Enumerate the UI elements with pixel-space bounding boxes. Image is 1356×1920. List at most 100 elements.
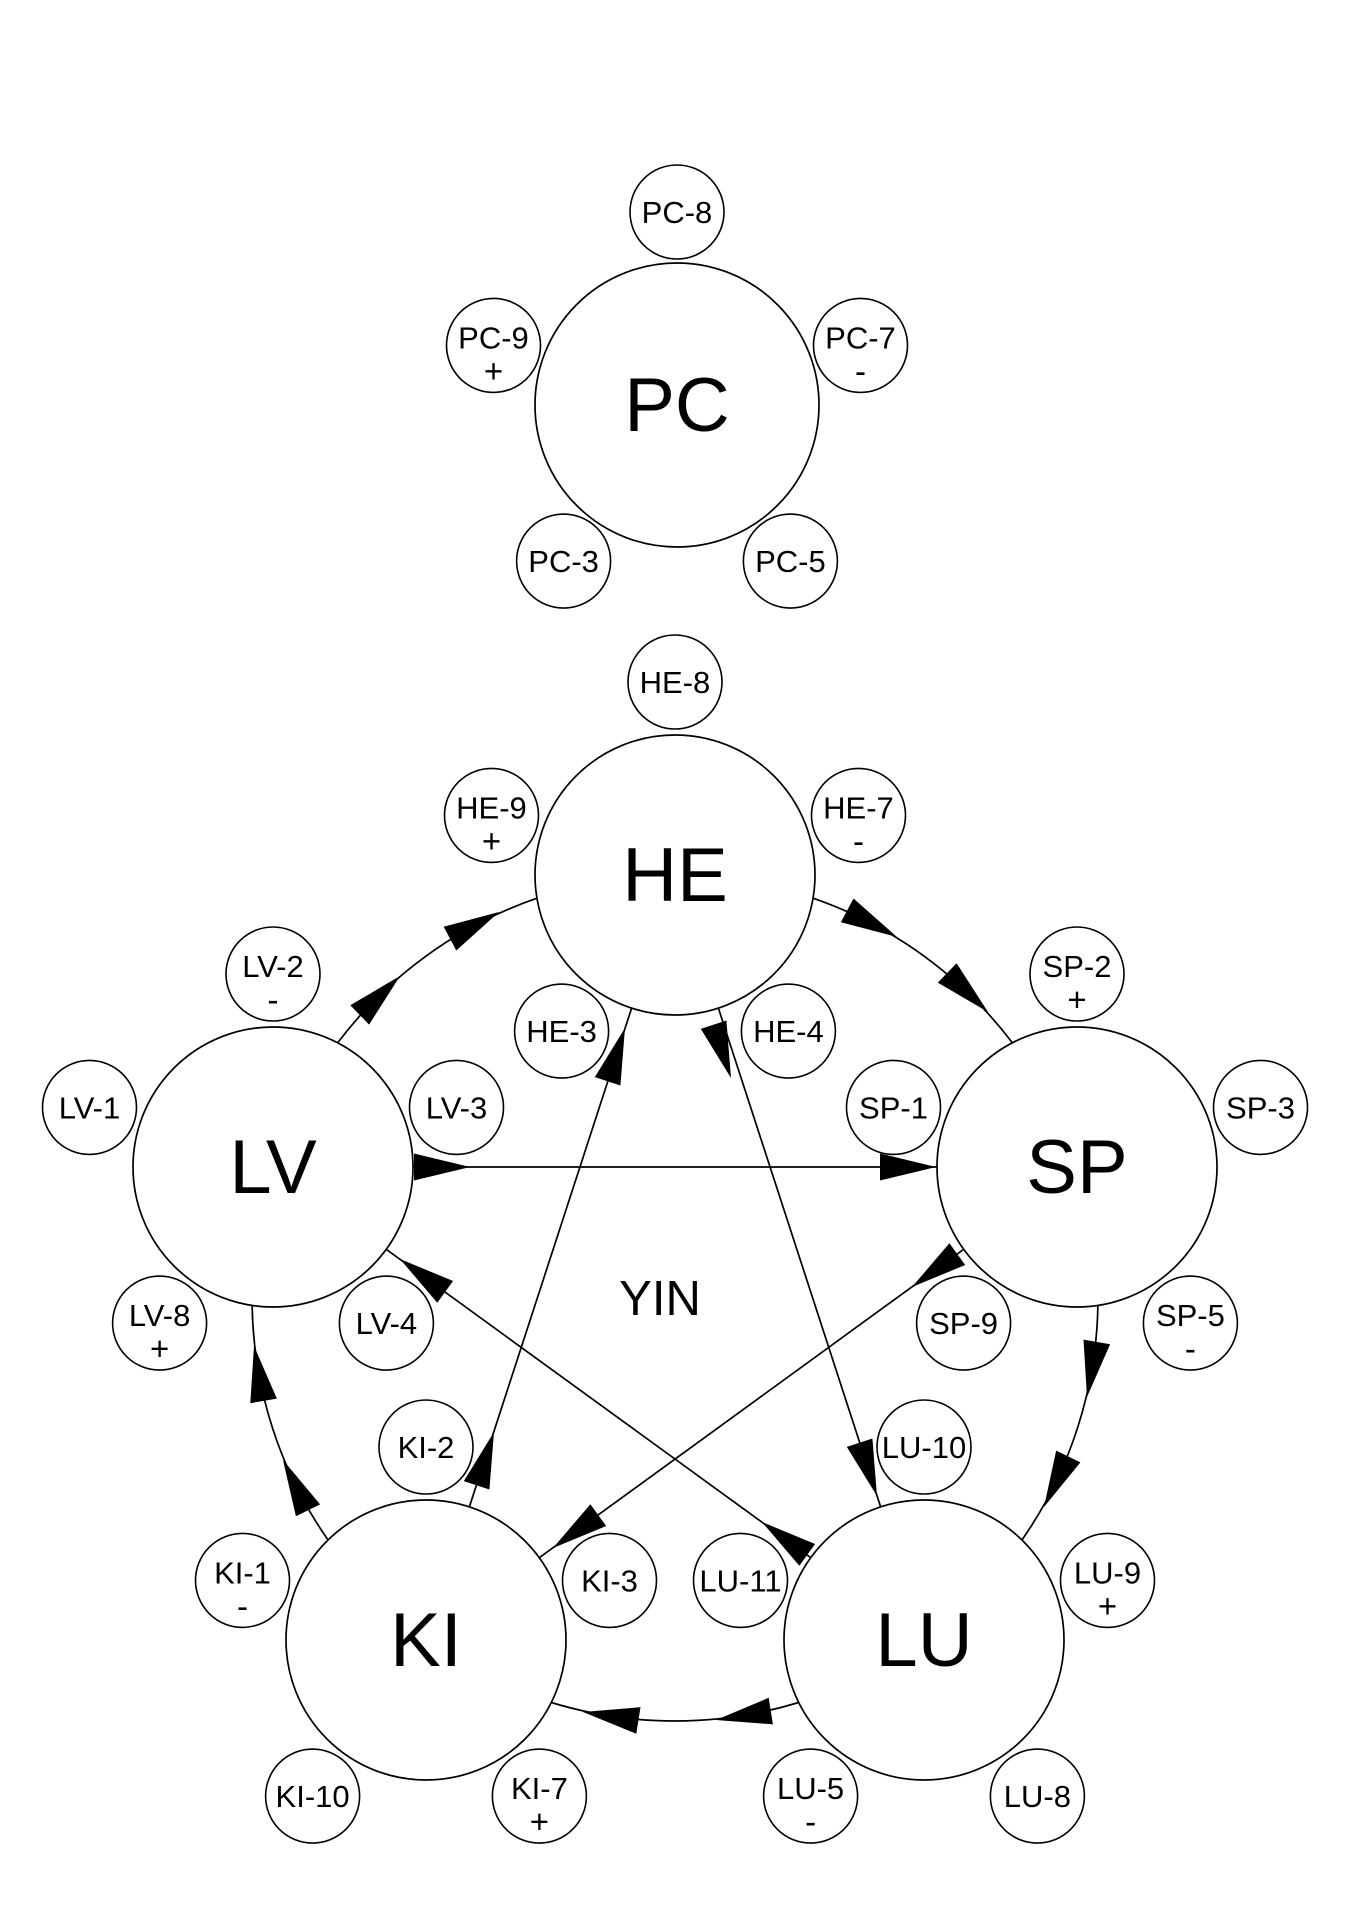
point-circle-he-4	[740, 983, 837, 1079]
point-sign-ki-1: -	[237, 1587, 248, 1624]
arc-he-to-sp	[812, 897, 1014, 1044]
arc-lv-to-he	[336, 897, 538, 1044]
point-label-lv-1: LV-1	[59, 1090, 120, 1125]
point-circle-ki-2	[378, 1399, 474, 1495]
arc-ki-to-lv	[251, 1305, 330, 1542]
control-cycle-arrows	[385, 1007, 966, 1566]
point-label-sp-3: SP-3	[1226, 1090, 1295, 1125]
arrowhead-lv-to-sp	[414, 1153, 470, 1181]
arrowhead-lu-to-ki	[583, 1707, 641, 1734]
point-circle-pc-9	[445, 297, 542, 394]
point-sign-lv-2: -	[268, 981, 279, 1018]
point-label-lu-9: LU-9	[1074, 1555, 1141, 1590]
arrowhead-he-to-lu	[846, 1438, 877, 1496]
point-sign-pc-7: -	[855, 352, 866, 389]
point-label-ki-3: KI-3	[581, 1563, 638, 1598]
organ-label-pc: PC	[624, 363, 730, 448]
center-label: YIN	[619, 1272, 701, 1326]
point-circle-he-8	[627, 634, 723, 730]
arrowhead-he-to-lu	[700, 1020, 731, 1078]
arrowhead-sp-to-ki	[553, 1504, 607, 1548]
point-circle-he-9	[443, 767, 540, 864]
organ-circle-ki	[285, 1499, 567, 1781]
point-circle-sp-1	[845, 1059, 942, 1156]
point-circle-lv-4	[338, 1275, 435, 1371]
line-lu-to-lv	[385, 1248, 812, 1559]
point-label-he-8: HE-8	[640, 665, 711, 700]
point-circle-pc-3	[515, 513, 612, 609]
point-label-he-9: HE-9	[456, 790, 527, 825]
arrowhead-lu-to-lv	[762, 1522, 816, 1566]
generation-cycle-arrows	[250, 897, 1111, 1734]
arrowhead-he-to-sp	[937, 963, 988, 1012]
point-circle-pc-7	[812, 297, 909, 394]
organ-circle-he	[534, 734, 816, 1016]
point-label-pc-3: PC-3	[528, 544, 599, 579]
point-label-lu-10: LU-10	[882, 1430, 966, 1465]
organ-group-ki: KI KI-2 KI-1 - KI-3 KI-10 KI-7 +	[194, 1399, 658, 1844]
point-circle-lu-9	[1059, 1532, 1156, 1629]
point-sign-pc-9: +	[484, 352, 503, 389]
point-circle-sp-5	[1142, 1275, 1239, 1371]
organ-group-lu: LU LU-10 LU-11 LU-9 + LU-5 - LU-8	[692, 1399, 1156, 1844]
line-he-to-lu	[717, 1007, 882, 1508]
point-label-sp-2: SP-2	[1043, 949, 1112, 984]
arrowhead-sp-to-ki	[912, 1243, 966, 1287]
point-circle-ki-3	[561, 1532, 658, 1629]
organ-circle-lu	[783, 1499, 1065, 1781]
point-circle-lu-10	[876, 1399, 972, 1495]
organ-label-he: HE	[622, 833, 728, 918]
point-label-he-7: HE-7	[823, 790, 894, 825]
organ-label-lu: LU	[875, 1598, 972, 1683]
point-label-lu-5: LU-5	[777, 1771, 844, 1806]
point-sign-sp-2: +	[1067, 981, 1086, 1018]
arrowhead-lv-to-sp	[880, 1153, 936, 1181]
point-circle-sp-9	[915, 1275, 1012, 1371]
point-label-pc-8: PC-8	[642, 195, 713, 230]
arrowhead-ki-to-he	[463, 1432, 494, 1490]
point-label-sp-9: SP-9	[929, 1306, 998, 1341]
organ-group-lv: LV LV-2 - LV-1 LV-3 LV-8 + LV-4	[41, 926, 505, 1371]
organ-circle-pc	[534, 262, 820, 548]
organ-group-sp: SP SP-2 + SP-1 SP-3 SP-9 SP-5 -	[845, 926, 1309, 1371]
arrowhead-lv-to-he	[350, 976, 400, 1025]
arrowhead-sp-to-lu	[1083, 1339, 1111, 1397]
arc-sp-to-lu	[1020, 1305, 1099, 1542]
arrowhead-lu-to-lv	[400, 1259, 454, 1303]
point-sign-lv-8: +	[150, 1330, 169, 1367]
point-circle-ki-1	[194, 1532, 291, 1629]
point-circle-sp-3	[1212, 1059, 1309, 1156]
point-circle-pc-8	[629, 164, 725, 260]
point-label-sp-1: SP-1	[859, 1090, 928, 1125]
line-ki-to-he	[468, 1007, 633, 1508]
point-sign-lu-9: +	[1098, 1587, 1117, 1624]
point-circle-lv-8	[111, 1275, 208, 1371]
arrowhead-ki-to-lv	[283, 1460, 321, 1517]
point-circle-ki-10	[264, 1748, 361, 1844]
point-label-ki-10: KI-10	[276, 1779, 350, 1814]
organ-group-pc: PC PC-8 PC-9 + PC-7 - PC-3 PC-5	[445, 164, 909, 609]
point-circle-he-7	[810, 767, 907, 864]
point-label-pc-9: PC-9	[458, 320, 529, 355]
point-sign-lu-5: -	[805, 1803, 816, 1840]
organ-label-ki: KI	[390, 1598, 462, 1683]
organ-label-lv: LV	[229, 1125, 317, 1210]
point-sign-sp-5: -	[1185, 1330, 1196, 1367]
arrowhead-ki-to-lv	[250, 1346, 277, 1404]
point-sign-he-7: -	[853, 822, 864, 859]
point-circle-sp-2	[1029, 926, 1125, 1022]
point-circle-lu-8	[989, 1748, 1086, 1844]
arrowhead-lv-to-he	[443, 912, 499, 951]
point-label-ki-7: KI-7	[511, 1771, 568, 1806]
point-label-pc-7: PC-7	[825, 320, 896, 355]
point-label-ki-1: KI-1	[214, 1555, 271, 1590]
point-circle-lu-11	[692, 1532, 789, 1629]
arrowhead-sp-to-lu	[1044, 1450, 1081, 1507]
point-circle-lu-5	[762, 1748, 859, 1844]
organ-circle-sp	[936, 1026, 1218, 1308]
arrowhead-ki-to-he	[594, 1028, 625, 1086]
organ-label-sp: SP	[1026, 1125, 1127, 1210]
point-label-lv-8: LV-8	[129, 1298, 190, 1333]
